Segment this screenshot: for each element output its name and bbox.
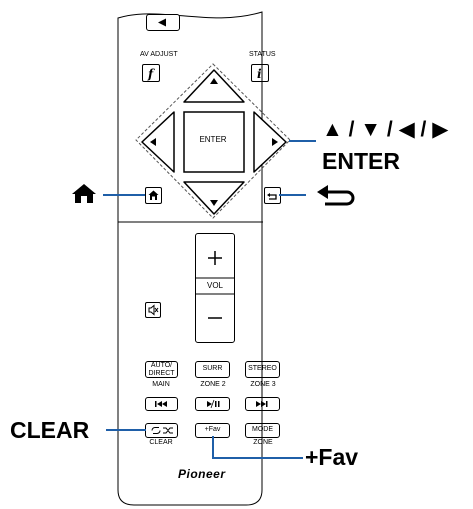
- return-icon: [267, 193, 277, 200]
- home-button[interactable]: [145, 187, 162, 204]
- surr-button[interactable]: SURR: [195, 361, 230, 378]
- callout-line-return: [279, 194, 306, 196]
- callout-return-icon: [317, 184, 357, 208]
- clear-small-label: CLEAR: [149, 439, 173, 446]
- home-icon: [148, 190, 159, 200]
- mode-label: MODE: [252, 426, 273, 433]
- prev-button[interactable]: [145, 397, 178, 411]
- enter-button[interactable]: [183, 111, 245, 173]
- mute-icon: [148, 304, 159, 316]
- auto-direct-label-2: DIRECT: [148, 370, 175, 377]
- callout-home-icon: [70, 183, 98, 205]
- brand-logo: Pioneer: [178, 467, 226, 481]
- minus-icon: [208, 317, 222, 319]
- zone2-label: ZONE 2: [200, 381, 226, 388]
- status-button[interactable]: i: [251, 64, 269, 82]
- repeat-shuffle-button[interactable]: [145, 423, 178, 438]
- left-button[interactable]: [141, 111, 175, 173]
- callout-line-clear: [106, 429, 146, 431]
- play-pause-icon: [207, 399, 220, 409]
- arrow-down-icon: [210, 200, 218, 206]
- dpad: [141, 69, 287, 215]
- surr-label: SURR: [202, 365, 223, 372]
- arrow-right-icon: [272, 138, 278, 146]
- auto-direct-button[interactable]: AUTO/DIRECT: [145, 361, 178, 378]
- next-button[interactable]: [245, 397, 280, 411]
- zone3-label: ZONE 3: [250, 381, 276, 388]
- input-left-button[interactable]: [146, 14, 180, 31]
- callout-line-home: [103, 194, 145, 196]
- volume-down-button[interactable]: [197, 296, 233, 340]
- status-label: STATUS: [249, 51, 276, 58]
- callout-clear-label: CLEAR: [10, 417, 90, 443]
- info-icon: i: [257, 67, 262, 81]
- plus-icon: [208, 251, 222, 265]
- divider: [118, 221, 263, 223]
- up-button[interactable]: [183, 69, 245, 103]
- svg-text:f: f: [147, 67, 155, 81]
- skip-back-icon: [155, 401, 167, 407]
- enter-button-label: ENTER: [199, 135, 227, 144]
- down-button[interactable]: [183, 181, 245, 215]
- function-icon: f: [147, 67, 155, 81]
- callout-line-fav-vertical: [212, 436, 214, 458]
- callout-line-arrows: [289, 140, 316, 142]
- right-button[interactable]: [253, 111, 287, 173]
- zone-label: ZONE: [253, 439, 273, 446]
- auto-direct-label-1: AUTO/: [150, 362, 173, 369]
- main-label: MAIN: [152, 381, 170, 388]
- svg-text:i: i: [257, 67, 262, 81]
- arrow-up-icon: [210, 78, 218, 84]
- volume-up-button[interactable]: [197, 235, 233, 281]
- arrow-left-icon: [150, 138, 156, 146]
- callout-fav-label: +Fav: [305, 444, 359, 470]
- callout-enter-label: ENTER: [322, 148, 400, 174]
- vol-label: VOL: [206, 281, 223, 290]
- stereo-button[interactable]: STEREO: [245, 361, 280, 378]
- skip-forward-icon: [256, 401, 268, 407]
- fav-button-label: +Fav: [204, 426, 221, 433]
- callout-arrows-label: ▲ / ▼ / ◀ / ▶: [322, 118, 449, 141]
- mute-button[interactable]: [145, 302, 161, 318]
- av-adjust-label: AV ADJUST: [140, 51, 178, 58]
- repeat-shuffle-icon: [151, 427, 173, 434]
- mode-button[interactable]: MODE: [245, 423, 280, 438]
- stereo-label: STEREO: [248, 365, 277, 372]
- callout-line-fav: [212, 457, 303, 459]
- play-pause-button[interactable]: [195, 397, 230, 411]
- av-adjust-button[interactable]: f: [142, 64, 160, 82]
